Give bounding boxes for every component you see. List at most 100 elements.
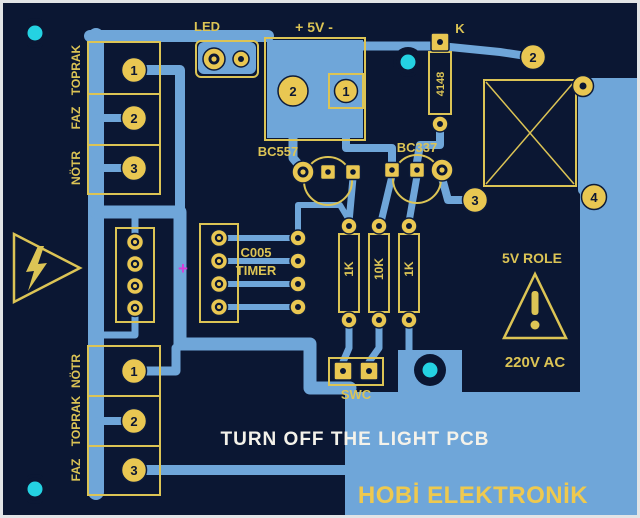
conn-top-label-3: NÖTR [68, 151, 83, 185]
pad-swc-2 [359, 361, 379, 381]
pad-r1-top [340, 217, 358, 235]
pad-swc-1 [333, 361, 353, 381]
pad-ic-right-2 [209, 251, 229, 271]
pad-q1-e [291, 160, 315, 184]
diode-k-label: K [455, 21, 465, 36]
pin-number-power-right: 1 [342, 84, 349, 99]
trace-center-loop [89, 205, 357, 395]
pad-q1-b [319, 163, 337, 181]
led-outline [195, 40, 259, 78]
hv-label: 220V AC [505, 354, 565, 371]
ic-right-outline [199, 223, 239, 323]
exclamation-dot-icon [530, 320, 540, 330]
pin-number-relay-top: 2 [529, 50, 536, 65]
exclamation-bar-icon [531, 291, 539, 315]
swc-label: SWC [341, 387, 372, 402]
pad-mid-1 [289, 229, 307, 247]
pin-number-conn-bottom-2: 2 [130, 414, 137, 429]
pin-number-conn-top-1: 1 [130, 63, 137, 78]
pad-power-left [277, 75, 309, 107]
r3-label: 1K [402, 261, 416, 277]
trace-q2-to-r3 [405, 172, 421, 226]
relay-outline [483, 79, 577, 187]
pad-q1-c [344, 163, 362, 181]
ac-warning-triangle-icon [502, 271, 568, 340]
pad-mid-3 [289, 275, 307, 293]
copper-ground-pour [345, 78, 640, 518]
brand-text: HOBİ ELEKTRONİK [358, 482, 588, 509]
pad-ic-right-1 [209, 228, 229, 248]
trace-power-to-q2 [342, 101, 396, 166]
pad-led-cathode [232, 50, 250, 68]
r2-label: 10K [372, 258, 386, 280]
power-outline [264, 37, 366, 141]
pad-mid-2 [289, 252, 307, 270]
mount-hole-top-center [391, 45, 425, 79]
board-title: TURN OFF THE LIGHT PCB [221, 429, 490, 450]
ic-left-outline [115, 227, 155, 323]
pin-number-conn-top-2: 2 [130, 111, 137, 126]
diode-outline [428, 51, 452, 115]
trace-conn-top-pin1 [132, 65, 185, 213]
mount-hole-center [413, 353, 447, 387]
pad-r3-bottom [400, 311, 418, 329]
mount-hole-top-left [18, 16, 52, 50]
conn-top-outline [87, 41, 161, 195]
hv-warning-triangle-icon [12, 231, 83, 305]
pad-ic-right-3 [209, 274, 229, 294]
pad-ic-left-1 [125, 232, 145, 252]
pad-ic-left-4 [125, 298, 145, 318]
power-pin1-square [328, 73, 364, 109]
conn-bottom-outline [87, 345, 161, 496]
conn-bottom-label-3: FAZ [69, 459, 83, 482]
q1-label: BC557 [258, 144, 298, 159]
pin-number-relay-bottom-right: 4 [590, 190, 598, 205]
pad-q2-c [383, 161, 401, 179]
r1-label: 1K [342, 261, 356, 277]
pad-r3-top [400, 217, 418, 235]
pin-number-conn-top-3: 3 [130, 161, 137, 176]
pad-diode-anode [431, 115, 449, 133]
magenta-plus-marker: + [178, 259, 188, 278]
swc-outline [328, 357, 384, 386]
pin-number-power-left: 2 [289, 84, 296, 99]
pad-ic-left-2 [125, 254, 145, 274]
pad-layer [120, 32, 608, 484]
text-layer: LED + 5V - K 4148 BC557 BC337 C005 TIMER… [68, 19, 598, 509]
pad-r1-bottom [340, 311, 358, 329]
trace-diode-to-q2 [413, 120, 444, 166]
relay-diagonal-2 [485, 81, 575, 185]
conn-bottom-label-2: TOPRAK [69, 395, 83, 446]
pad-ic-right-4 [209, 297, 229, 317]
pad-q2-e [430, 158, 454, 182]
led-label: LED [194, 19, 220, 34]
ic-label-line2: TIMER [236, 263, 277, 278]
pin-number-conn-bottom-1: 1 [130, 364, 137, 379]
pad-relay-coil [571, 74, 595, 98]
trace-q2-to-r2 [377, 172, 396, 226]
ic-label-line1: C005 [240, 245, 271, 260]
relay-label: 5V ROLE [502, 250, 562, 266]
mount-hole-bottom-left [18, 472, 52, 506]
lightning-bolt-icon [26, 246, 47, 291]
pin-number-relay-bottom-left: 3 [471, 193, 478, 208]
conn-bottom-label-1: NÖTR [68, 354, 83, 388]
power-label: + 5V - [295, 19, 333, 35]
pad-r2-bottom [370, 311, 388, 329]
pad-power-right [333, 78, 359, 104]
diode-label: 4148 [435, 72, 447, 96]
trace-conn-bot-pin1 [129, 343, 181, 376]
conn-top-label-2: FAZ [69, 107, 83, 130]
pad-led-anode [202, 47, 226, 71]
trace-mid-to-r1 [295, 202, 352, 241]
pin-number-conn-bottom-3: 3 [130, 463, 137, 478]
pad-r2-top [370, 217, 388, 235]
conn-top-label-1: TOPRAK [69, 44, 83, 95]
q2-label: BC337 [397, 140, 437, 155]
pad-q2-b [408, 161, 426, 179]
pad-diode-cathode [430, 32, 450, 52]
pad-mid-4 [289, 298, 307, 316]
